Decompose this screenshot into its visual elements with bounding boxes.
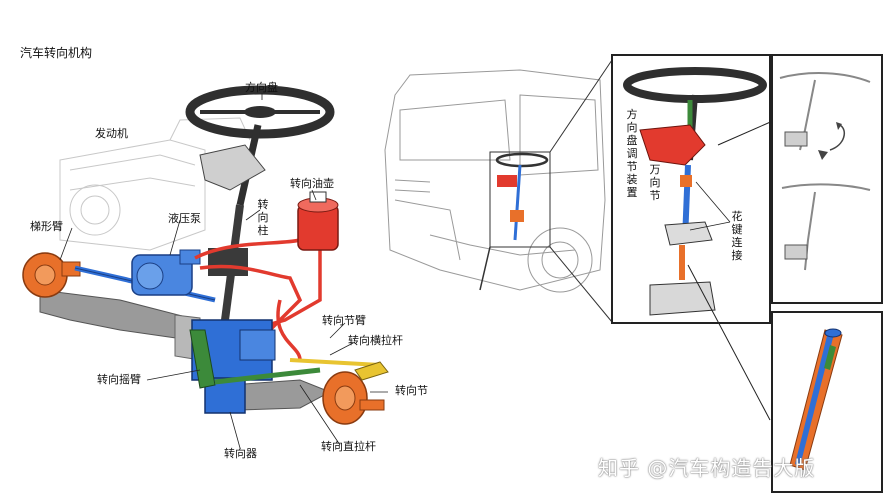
right-wheel-hub (322, 361, 389, 425)
label-spline-joint: 花键连接 (731, 210, 743, 262)
label-knuckle-arm: 转向节臂 (322, 314, 366, 327)
truck-inset-box (479, 59, 613, 323)
steering-wheel-left (185, 85, 335, 139)
label-trapezoid-arm: 梯形臂 (30, 220, 63, 233)
drag-link (214, 367, 321, 385)
label-drag-link: 转向直拉杆 (321, 440, 376, 453)
detail-panel (611, 54, 776, 421)
hydraulic-pump (131, 249, 201, 296)
leader-lines (59, 93, 388, 449)
label-engine: 发动机 (95, 127, 128, 140)
label-wheel-adjust: 方向盘调节装置 (626, 108, 638, 199)
adjust-panel (771, 54, 883, 304)
label-steering-gear: 转向器 (224, 447, 257, 460)
cylinder-panel (771, 311, 883, 493)
label-pitman-arm: 转向摇臂 (97, 373, 141, 386)
watermark: 知乎 @汽车构造告大版 (598, 456, 816, 480)
oil-reservoir (297, 191, 339, 251)
label-steering-wheel: 方向盘 (245, 81, 278, 94)
tie-rod-right (289, 358, 381, 367)
label-knuckle: 转向节 (395, 384, 428, 397)
pitman-arm (189, 329, 216, 389)
label-oil-reservoir: 转向油壶 (290, 177, 334, 190)
engine-outline (59, 117, 251, 251)
label-hydraulic-pump: 液压泵 (168, 212, 201, 225)
label-steering-column: 转向柱 (257, 198, 269, 237)
label-universal-joint: 万向节 (649, 163, 661, 202)
label-tie-rod: 转向横拉杆 (348, 334, 403, 347)
page-title: 汽车转向机构 (20, 46, 93, 60)
truck-outline (384, 69, 606, 293)
frame-beam (39, 289, 332, 411)
left-wheel-hub (22, 252, 81, 298)
steering-column (199, 124, 266, 321)
